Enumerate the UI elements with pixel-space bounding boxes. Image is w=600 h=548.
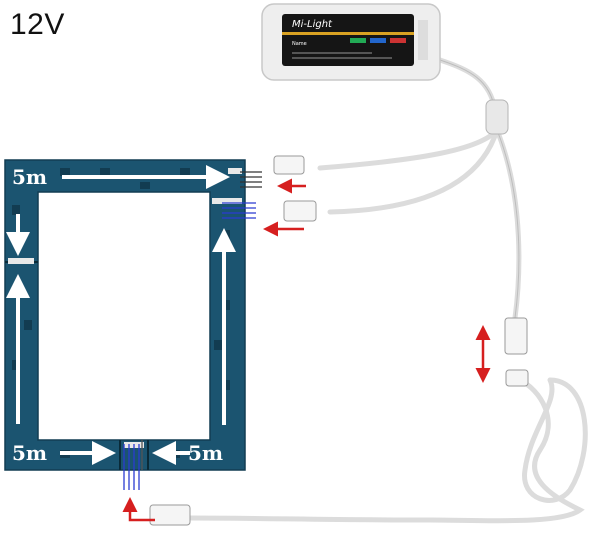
led-frame: [4, 159, 246, 471]
controller-brand: Mi-Light: [292, 19, 333, 30]
red-arrow-bottom: [122, 497, 155, 522]
segment-label-bottom-right: 5m: [188, 441, 223, 465]
segment-label-top: 5m: [12, 165, 47, 189]
controller-name-label: Name: [292, 41, 307, 47]
connectors: [149, 155, 529, 526]
cable-splitter: [485, 99, 509, 135]
connector-bottom: [149, 504, 191, 526]
connector-middle: [283, 200, 317, 222]
voltage-label: 12V: [10, 8, 65, 41]
controller-box: Mi-Light Name: [261, 3, 441, 81]
branch-cable-2: [327, 127, 500, 215]
segment-label-bottom-left: 5m: [12, 441, 47, 465]
branch-cable-1: [317, 127, 500, 171]
cables: [187, 57, 588, 524]
branch-cable-3: [494, 127, 522, 321]
connection-arrows: [122, 178, 491, 522]
connector-controller-side: [504, 317, 528, 355]
cable-coil: [522, 377, 588, 503]
connector-top: [273, 155, 305, 175]
extension-cable: [187, 377, 585, 524]
strip-components: [12, 168, 230, 458]
connector-extension: [505, 369, 529, 387]
flow-arrows: [5, 165, 236, 465]
wire-leads: [123, 171, 262, 490]
